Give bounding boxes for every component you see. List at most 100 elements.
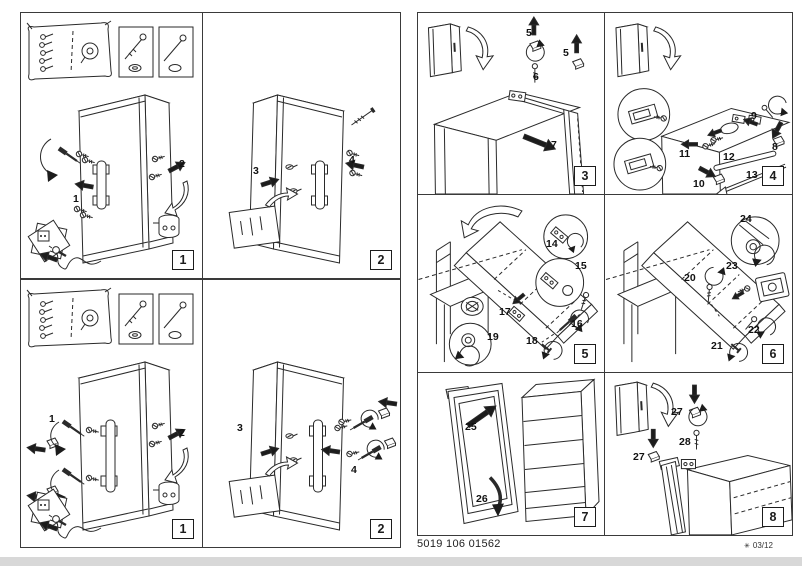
step-label: 27: [633, 451, 645, 463]
power-cable-icon: [56, 522, 101, 538]
panel-number: 1: [172, 519, 194, 539]
hollow-turn-arrow-icon: [650, 382, 679, 427]
power-plug-icon: [38, 500, 66, 525]
right-page: 5 5 6 7 3: [417, 12, 793, 536]
parts-bag-icon: [26, 287, 194, 348]
detail-callout-circle: [536, 259, 584, 307]
step-label: 1: [49, 413, 55, 425]
step-label: 17: [499, 306, 511, 318]
step-label: 3: [253, 165, 259, 177]
hollow-turn-arrow-icon: [465, 26, 494, 71]
cabinet-front: [522, 392, 586, 522]
screw-icon: [345, 448, 361, 458]
hollow-arrow-up-icon: [266, 457, 298, 476]
screw-icon: [348, 169, 364, 179]
print-mark-icon: ✳: [744, 542, 750, 550]
step-label: 7: [551, 139, 557, 151]
cap-icon: [572, 58, 585, 70]
panel-2-illustration: [203, 94, 400, 264]
compressor-icon: [461, 297, 483, 315]
left-page-section-top: 1 2 1 3 4 2: [20, 12, 401, 279]
cap-icon: [647, 450, 660, 463]
step-label: 2: [179, 427, 185, 439]
hollow-turn-arrow-icon: [653, 26, 682, 71]
step-label: 6: [533, 71, 539, 83]
screw-icon: [744, 316, 758, 332]
door-handle-icon: [101, 420, 117, 492]
panel-4: 8 9 10 11 12 13 4: [604, 13, 792, 195]
panel-number: 6: [762, 344, 784, 364]
step-label: 13: [746, 169, 758, 181]
refrigerator-icon: [78, 361, 174, 531]
panel-8: 27 27 28 8: [604, 373, 792, 535]
step-label: 12: [723, 151, 735, 163]
step-label: 4: [351, 464, 357, 476]
panel-2b-illustration: [203, 361, 398, 531]
panel-number: 2: [370, 250, 392, 270]
step-label: 3: [237, 422, 243, 434]
rotate-arrow-icon: [40, 139, 51, 174]
step-label: 18: [526, 335, 538, 347]
panel-2-top: 3 4 2: [202, 13, 400, 278]
cover-plate-icon: [229, 475, 280, 517]
left-page-section-bottom: 1 2 1 3 4 2: [20, 279, 401, 548]
panel-6-illustration: [605, 195, 792, 369]
fridge-overview-icon: [614, 381, 650, 437]
step-label: 5: [526, 27, 532, 39]
step-label: 27: [671, 406, 683, 418]
cap-icon: [378, 407, 390, 419]
panel-3: 5 5 6 7 3: [418, 13, 604, 195]
screw-icon: [579, 292, 589, 311]
refrigerator-icon: [78, 94, 174, 264]
step-label: 25: [465, 421, 477, 433]
power-plug-icon: [38, 231, 66, 256]
step-label: 15: [575, 260, 587, 272]
door-handle-icon: [93, 161, 109, 209]
panel-1b-illustration: [26, 287, 194, 547]
hinge-screw-icon: [694, 430, 699, 449]
step-label: 20: [684, 272, 696, 284]
step-label: 22: [748, 324, 760, 336]
step-label: 19: [487, 331, 499, 343]
panel-number: 5: [574, 344, 596, 364]
step-label: 8: [772, 141, 778, 153]
panel-5: 14 15 16 17 18 19 5: [418, 195, 604, 373]
panel-number: 7: [574, 507, 596, 527]
door-handle-icon: [310, 420, 326, 492]
panel-1-illustration: [26, 20, 194, 278]
arrow-down-icon: [689, 384, 700, 404]
arrow-down-icon: [647, 428, 659, 448]
panel-number: 2: [370, 519, 392, 539]
step-label: 5: [563, 47, 569, 59]
panel-2-bottom: 3 4 2: [202, 280, 400, 547]
panel-1-bottom: 1 2 1: [21, 280, 202, 547]
door-handle-icon: [312, 161, 328, 209]
panel-number: 3: [574, 166, 596, 186]
step-label: 9: [751, 110, 757, 122]
top-hinge-icon: [509, 91, 526, 102]
fridge-overview-icon: [614, 22, 650, 78]
step-label: 2: [179, 158, 185, 170]
hollow-arrow-icon: [716, 187, 727, 194]
arrow-up-icon: [571, 34, 582, 54]
arrow-left-icon: [26, 442, 47, 456]
hollow-arrow-down-icon: [165, 448, 188, 483]
screw-icon: [761, 104, 775, 119]
window-bottom-bar: [0, 557, 802, 566]
power-cable-icon: [56, 253, 101, 269]
step-label: 14: [546, 238, 558, 250]
hinge-plate-icon: [755, 272, 789, 302]
fridge-overview-icon: [427, 22, 463, 78]
panel-5-illustration: [418, 205, 599, 372]
cap-icon: [384, 437, 396, 449]
step-label: 26: [476, 493, 488, 505]
edition-note: ✳ 03/12: [744, 541, 773, 550]
long-screw-icon: [350, 108, 374, 127]
cap-icon: [688, 406, 702, 419]
step-label: 10: [693, 178, 705, 190]
parts-bag-icon: [26, 20, 194, 81]
step-label: 16: [571, 318, 583, 330]
panel-4-illustration: [605, 22, 792, 194]
panel-1-top: 1 2 1: [21, 13, 202, 278]
edition-date: 03/12: [752, 541, 773, 550]
